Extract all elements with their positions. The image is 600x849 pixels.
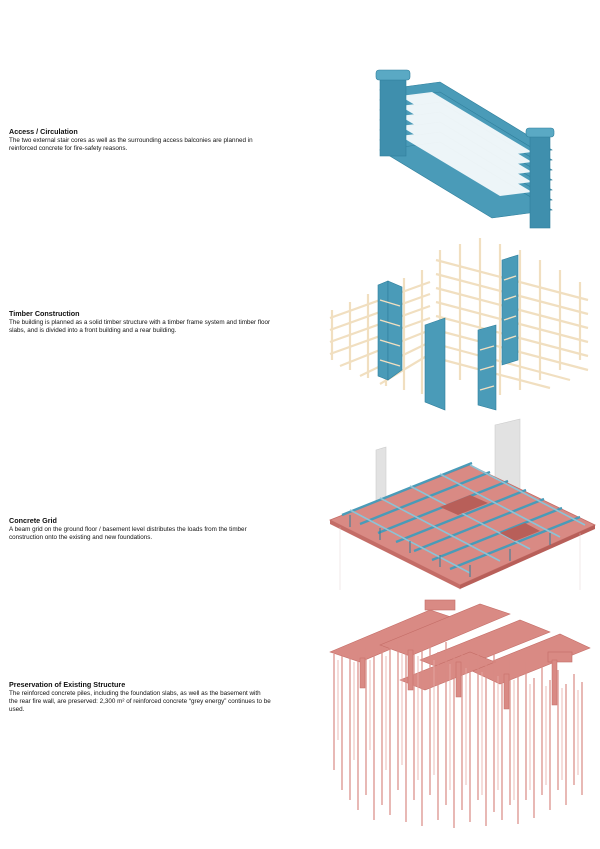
caption-access-circulation: Access / Circulation The two external st… xyxy=(9,127,271,153)
section-title: Timber Construction xyxy=(9,309,80,318)
section-text: The building is planned as a solid timbe… xyxy=(9,319,271,335)
section-title: Preservation of Existing Structure xyxy=(9,680,126,689)
section-text: The two external stair cores as well as … xyxy=(9,137,253,153)
stair-core-right xyxy=(525,127,555,229)
timber-frame-diagram xyxy=(329,238,589,411)
stair-cores-balconies-diagram xyxy=(375,69,555,229)
caption-preservation-existing: Preservation of Existing Structure The r… xyxy=(9,680,271,714)
section-text: A beam grid on the ground floor / baseme… xyxy=(9,526,247,542)
foundation-piles-diagram xyxy=(329,599,591,828)
caption-timber-construction: Timber Construction The building is plan… xyxy=(9,309,271,335)
fire-walls xyxy=(375,418,521,514)
caption-concrete-grid: Concrete Grid A beam grid on the ground … xyxy=(9,516,271,542)
beam-columns xyxy=(349,515,551,577)
concrete-piles xyxy=(333,638,583,828)
stair-core-slabs xyxy=(440,495,540,541)
section-title: Concrete Grid xyxy=(9,516,57,525)
stair-core-left xyxy=(375,69,411,157)
balcony-slabs xyxy=(379,81,553,219)
basement-columns xyxy=(359,649,558,710)
foundation-slabs xyxy=(329,599,591,691)
timber-frame-grid xyxy=(329,238,589,395)
section-text: The reinforced concrete piles, including… xyxy=(9,690,271,714)
concrete-stair-cores xyxy=(377,254,519,411)
concrete-beam-grid-diagram xyxy=(329,418,596,590)
section-title: Access / Circulation xyxy=(9,127,78,136)
